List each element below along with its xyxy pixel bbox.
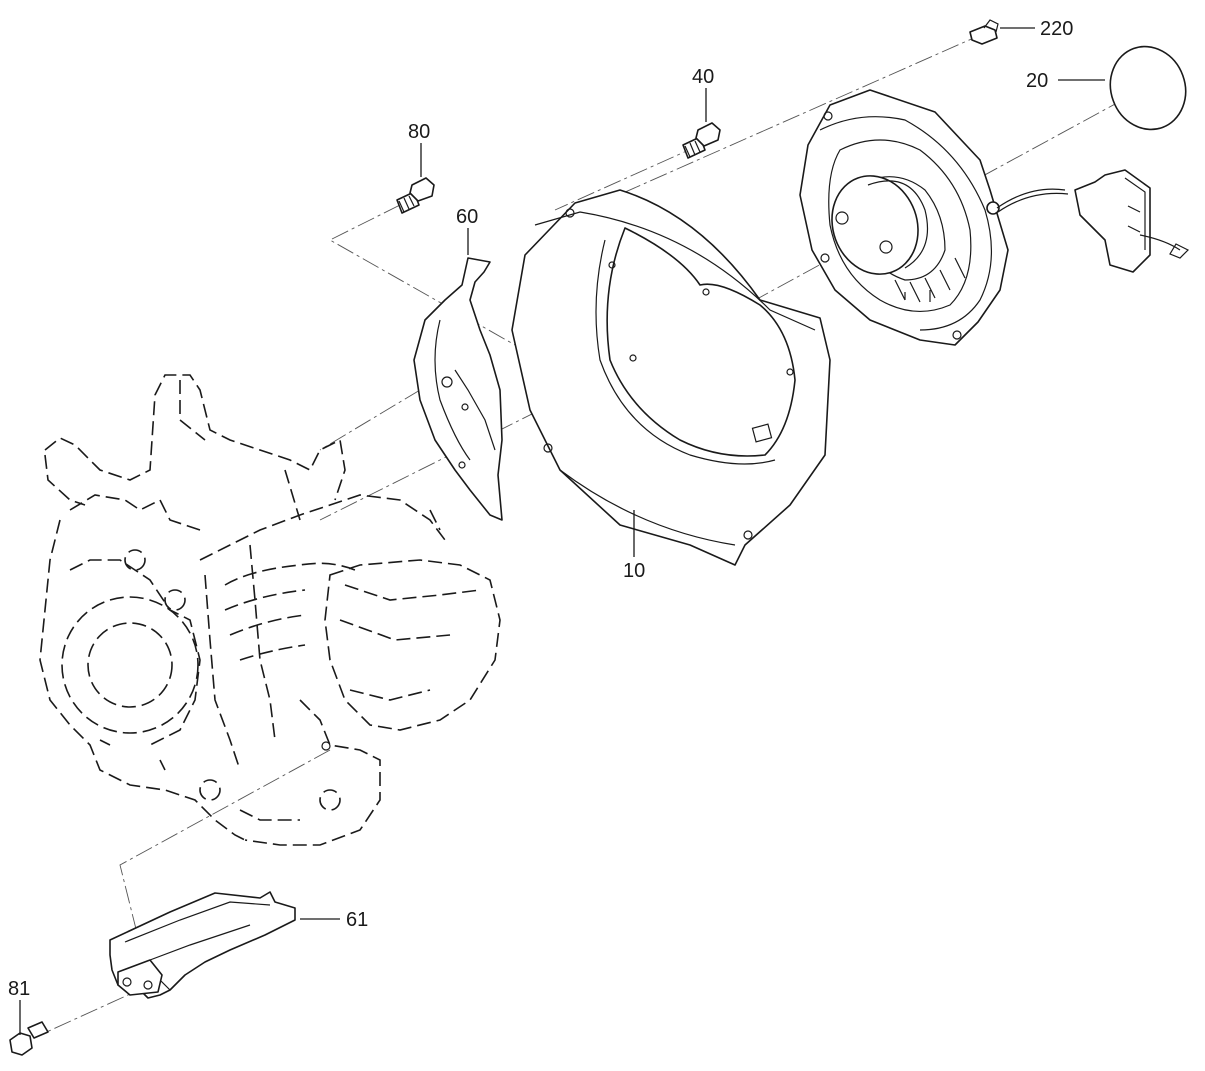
callout-80: 80 (408, 121, 430, 143)
callout-220: 220 (1040, 18, 1073, 40)
callout-40: 40 (692, 66, 714, 88)
callout-leaders (19, 27, 1105, 1035)
callout-20: 20 (1026, 70, 1048, 92)
callout-labels: 220 20 40 80 60 10 61 81 (8, 18, 1073, 1000)
bolt-part-80[interactable] (396, 177, 435, 214)
bolt-part-220[interactable] (969, 19, 999, 45)
starter-cap-part-20[interactable] (1099, 36, 1197, 140)
callout-10: 10 (623, 560, 645, 582)
recoil-starter-assembly[interactable] (799, 89, 1190, 346)
fan-housing-part-10[interactable] (511, 189, 831, 566)
engine-reference-outline (39, 374, 501, 846)
bolt-part-81[interactable] (9, 1021, 49, 1056)
callout-60: 60 (456, 206, 478, 228)
bracket-plate-part-61[interactable] (109, 891, 296, 999)
callout-61: 61 (346, 909, 368, 931)
bolt-part-40[interactable] (682, 122, 721, 159)
guide-plate-part-60[interactable] (413, 257, 503, 521)
callout-81: 81 (8, 978, 30, 1000)
